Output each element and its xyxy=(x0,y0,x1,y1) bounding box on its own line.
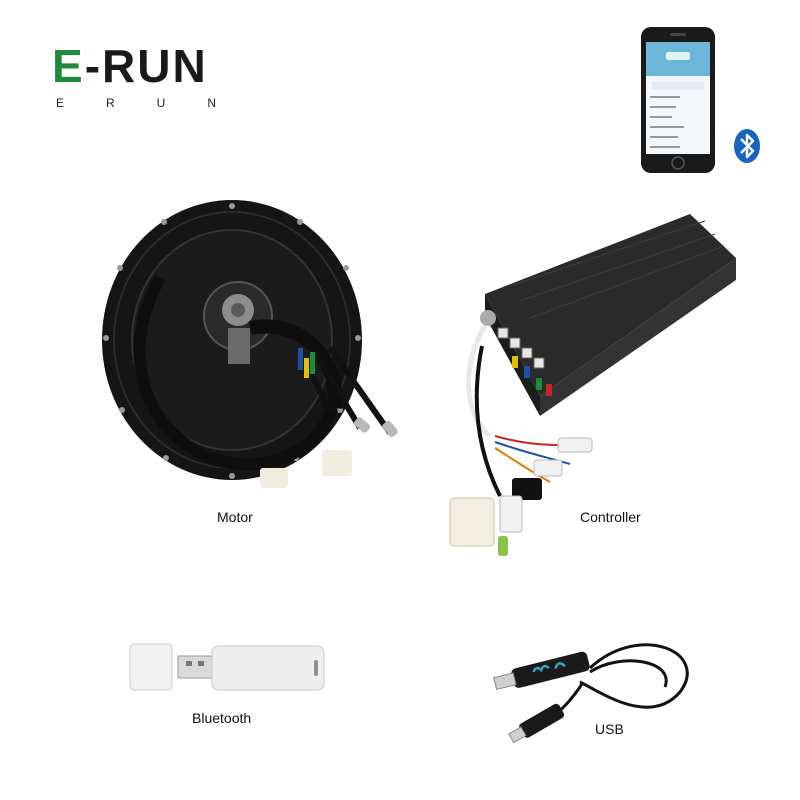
controller-caption: Controller xyxy=(580,509,641,525)
logo-rest: -RUN xyxy=(84,40,208,92)
bluetooth-icon xyxy=(733,128,761,164)
bluetooth-caption: Bluetooth xyxy=(192,710,252,726)
logo-subtitle: E R U N xyxy=(56,96,216,110)
logo-sub-letter: E xyxy=(56,96,65,110)
logo-letter-e: E xyxy=(52,40,85,92)
logo-sub-letter: R xyxy=(106,96,115,110)
usb-caption: USB xyxy=(595,721,624,737)
usb-cable-image xyxy=(490,632,700,744)
logo-sub-letter: U xyxy=(156,96,166,110)
bluetooth-dongle-image xyxy=(128,640,328,696)
motor-image xyxy=(100,188,420,518)
motor-caption: Motor xyxy=(217,509,253,525)
brand-logo: E-RUN xyxy=(52,40,208,92)
logo-sub-letter: N xyxy=(207,96,216,110)
smartphone-app-icon xyxy=(640,26,716,174)
controller-image xyxy=(440,206,740,561)
